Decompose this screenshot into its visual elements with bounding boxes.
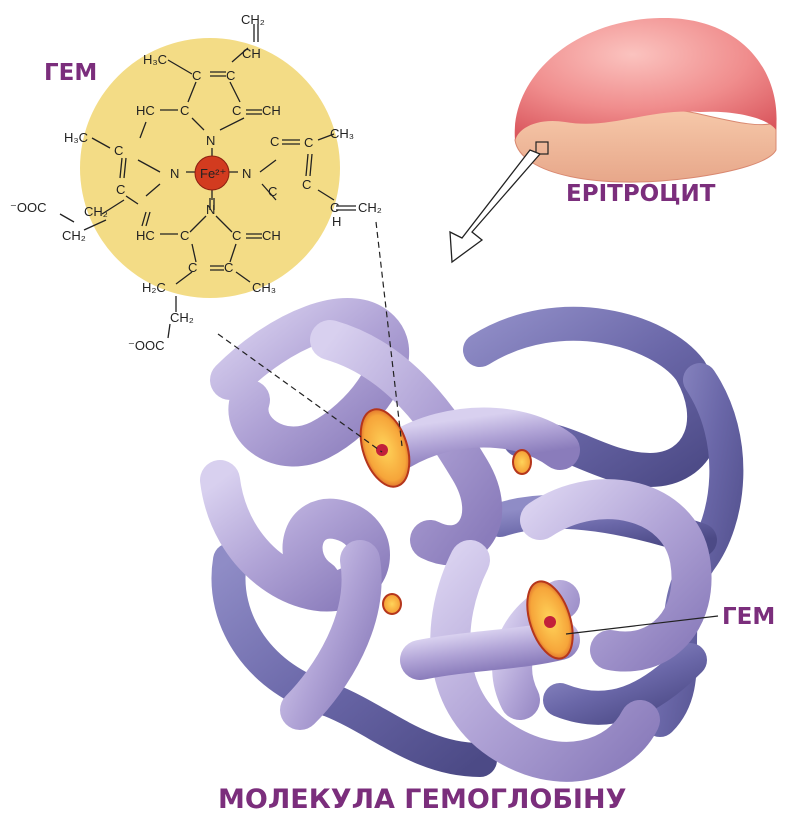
atom-label: CH	[262, 103, 281, 118]
leader-dashed-left	[217, 333, 383, 453]
atom-label: HC	[136, 228, 155, 243]
atom-label: H₃C	[64, 130, 88, 145]
zoom-arrow	[449, 149, 542, 264]
atom-label: C	[192, 68, 201, 83]
molecule-caption: МОЛЕКУЛА ГЕМОГЛОБІНУ	[218, 784, 627, 815]
atom-label: N	[242, 166, 251, 181]
erythrocyte-label: ЕРІТРОЦИТ	[566, 181, 716, 207]
leader-lines	[217, 221, 719, 635]
atom-label: C	[180, 228, 189, 243]
atom-label: HC	[136, 103, 155, 118]
heme-label-right: ГЕМ	[722, 604, 775, 630]
heme-disc-4	[526, 580, 574, 660]
heme-disc-1	[359, 408, 411, 488]
atom-label: CH₂	[241, 12, 265, 27]
atom-label: C	[268, 184, 277, 199]
heme-structure: Fe²⁺ CH₂ CH H₃C C C HC C C CH N H₃C C C …	[10, 12, 382, 353]
atom-label: C	[224, 260, 233, 275]
atom-label: H	[332, 214, 341, 229]
heme-disc-3	[382, 593, 402, 615]
atom-label: C	[116, 182, 125, 197]
atom-label: C	[304, 135, 313, 150]
heme-label-top: ГЕМ	[44, 60, 97, 86]
hemoglobin-molecule	[200, 298, 744, 782]
iron-label: Fe²⁺	[200, 166, 226, 181]
erythrocyte-sample-box	[535, 141, 549, 155]
atom-label: C	[180, 103, 189, 118]
atom-label: C	[330, 200, 339, 215]
atom-label: ⁻OOC	[10, 200, 46, 215]
atom-label: N	[170, 166, 179, 181]
atom-label: N	[206, 202, 215, 217]
atom-label: C	[232, 228, 241, 243]
atom-label: CH₃	[330, 126, 354, 141]
atom-label: C	[302, 177, 311, 192]
atom-label: ⁻OOC	[128, 338, 164, 353]
atom-label: CH	[242, 46, 261, 61]
atom-label: CH₂	[62, 228, 86, 243]
atom-label: C	[270, 134, 279, 149]
erythrocyte	[449, 17, 777, 264]
atom-label: CH	[262, 228, 281, 243]
erythrocyte-cut-edge	[514, 109, 777, 183]
atom-label: CH₂	[358, 200, 382, 215]
atom-label: C	[188, 260, 197, 275]
atom-label: H₂C	[142, 280, 166, 295]
atom-label: H₃C	[143, 52, 167, 67]
atom-label: CH₃	[252, 280, 276, 295]
heme-atoms: CH₂ CH H₃C C C HC C C CH N H₃C C C N N C…	[10, 12, 382, 353]
erythrocyte-body	[514, 17, 777, 141]
atom-label: CH₂	[170, 310, 194, 325]
atom-label: C	[232, 103, 241, 118]
leader-dashed-right	[375, 221, 403, 447]
leader-heme-right	[565, 615, 719, 635]
iron-center: Fe²⁺	[194, 155, 230, 191]
atom-label: N	[206, 133, 215, 148]
atom-label: C	[114, 143, 123, 158]
heme-bonds	[59, 24, 356, 339]
atom-label: C	[226, 68, 235, 83]
atom-label: CH₂	[84, 204, 108, 219]
heme-disc-2	[512, 449, 532, 475]
